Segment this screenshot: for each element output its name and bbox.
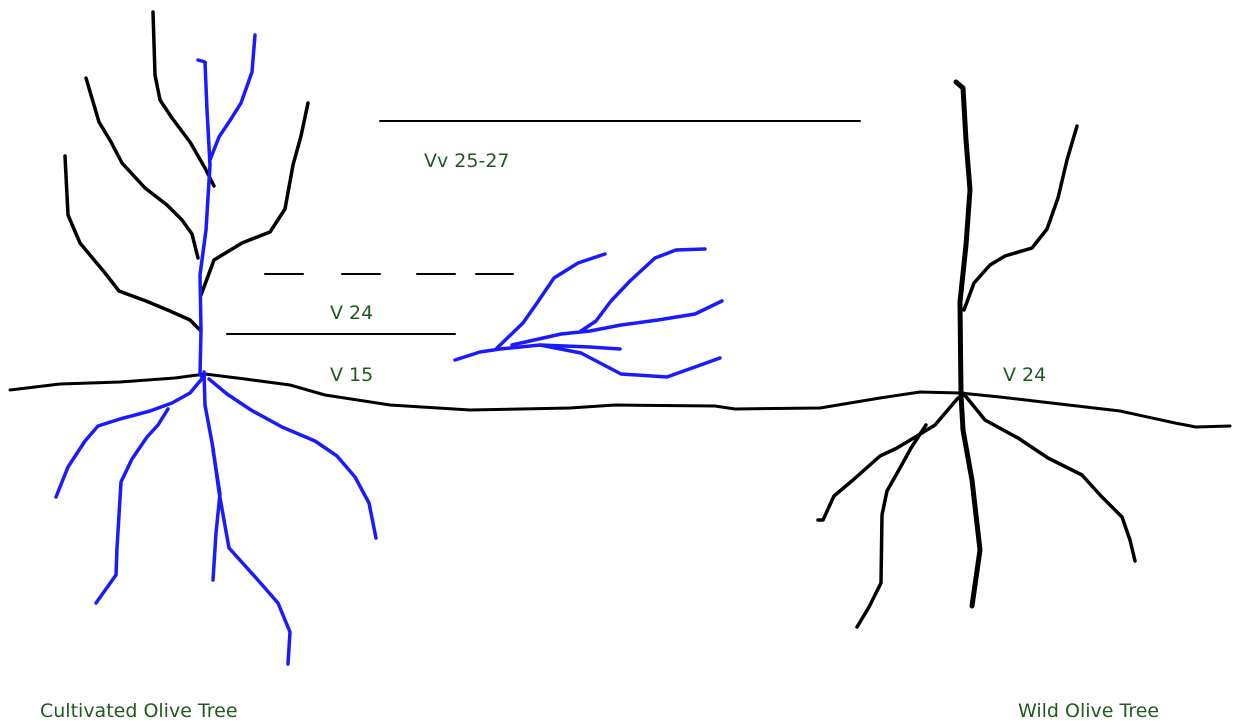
label-wild-tree: Wild Olive Tree	[1018, 700, 1159, 722]
label-arrow-middle: V 24	[330, 302, 373, 324]
label-left-ground: V 15	[330, 364, 373, 386]
cultivated-crown-branches	[65, 12, 308, 330]
ground-line	[10, 374, 1230, 427]
wild-olive-tree	[818, 82, 1135, 627]
label-cultivated-tree: Cultivated Olive Tree	[40, 700, 238, 722]
detached-scion	[455, 249, 722, 377]
arrows	[227, 121, 860, 334]
cultivated-olive-tree	[56, 12, 376, 664]
label-arrow-top: Vv 25-27	[424, 150, 510, 172]
label-right-ground: V 24	[1003, 364, 1046, 386]
